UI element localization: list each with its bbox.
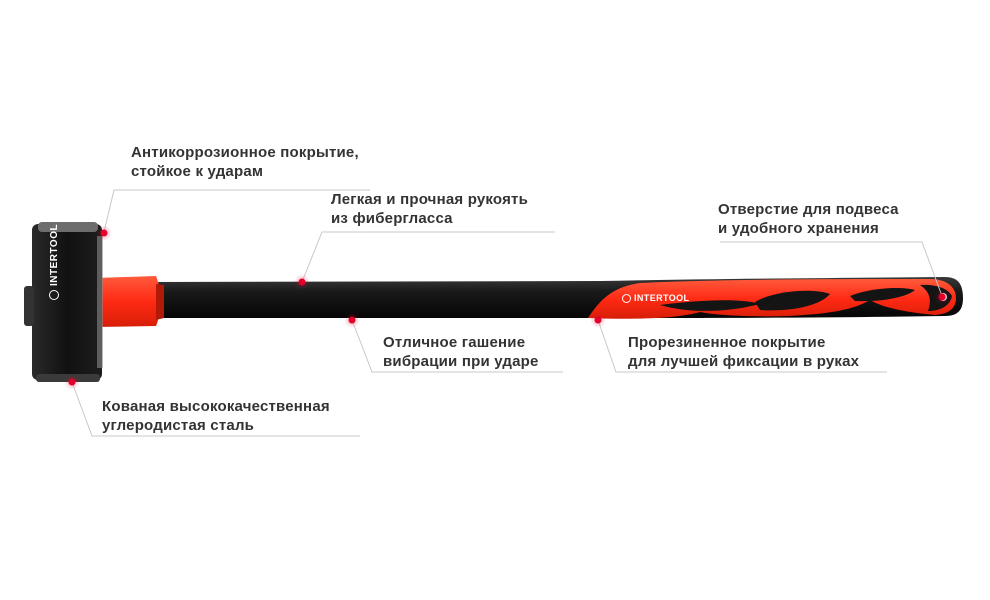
marker-dot-hole [938, 293, 946, 301]
red-collar [96, 276, 164, 327]
leader-anticorrosion [103, 189, 370, 233]
callout-steel: Кованая высококачественная углеродистая … [102, 398, 330, 434]
callout-rubber: Прорезиненное покрытие для лучшей фиксац… [628, 334, 860, 370]
hammer-head [24, 222, 103, 382]
leader-vibration [351, 319, 563, 373]
leader-steel [71, 381, 360, 437]
leader-fiberglass [301, 231, 555, 283]
marker-dot-rubber [594, 316, 602, 324]
callout-vibration: Отличное гашение вибрации при ударе [383, 334, 539, 370]
marker-dot-fiberglass [298, 278, 306, 286]
grip-brand-label: INTERTOOL [622, 293, 689, 303]
marker-dots [64, 225, 950, 390]
brand-logo-icon [622, 293, 631, 303]
leader-hole [720, 241, 943, 297]
marker-dot-vibration [348, 316, 356, 324]
marker-dot-steel [68, 378, 76, 386]
leader-rubber [597, 319, 887, 373]
callout-hole: Отверстие для подвеса и удобного хранени… [718, 201, 899, 237]
marker-dot-anticorrosion [100, 229, 108, 237]
callout-fiberglass: Легкая и прочная рукоять из фибергласса [331, 191, 529, 227]
callout-anticorrosion: Антикоррозионное покрытие, стойкое к уда… [131, 144, 359, 180]
